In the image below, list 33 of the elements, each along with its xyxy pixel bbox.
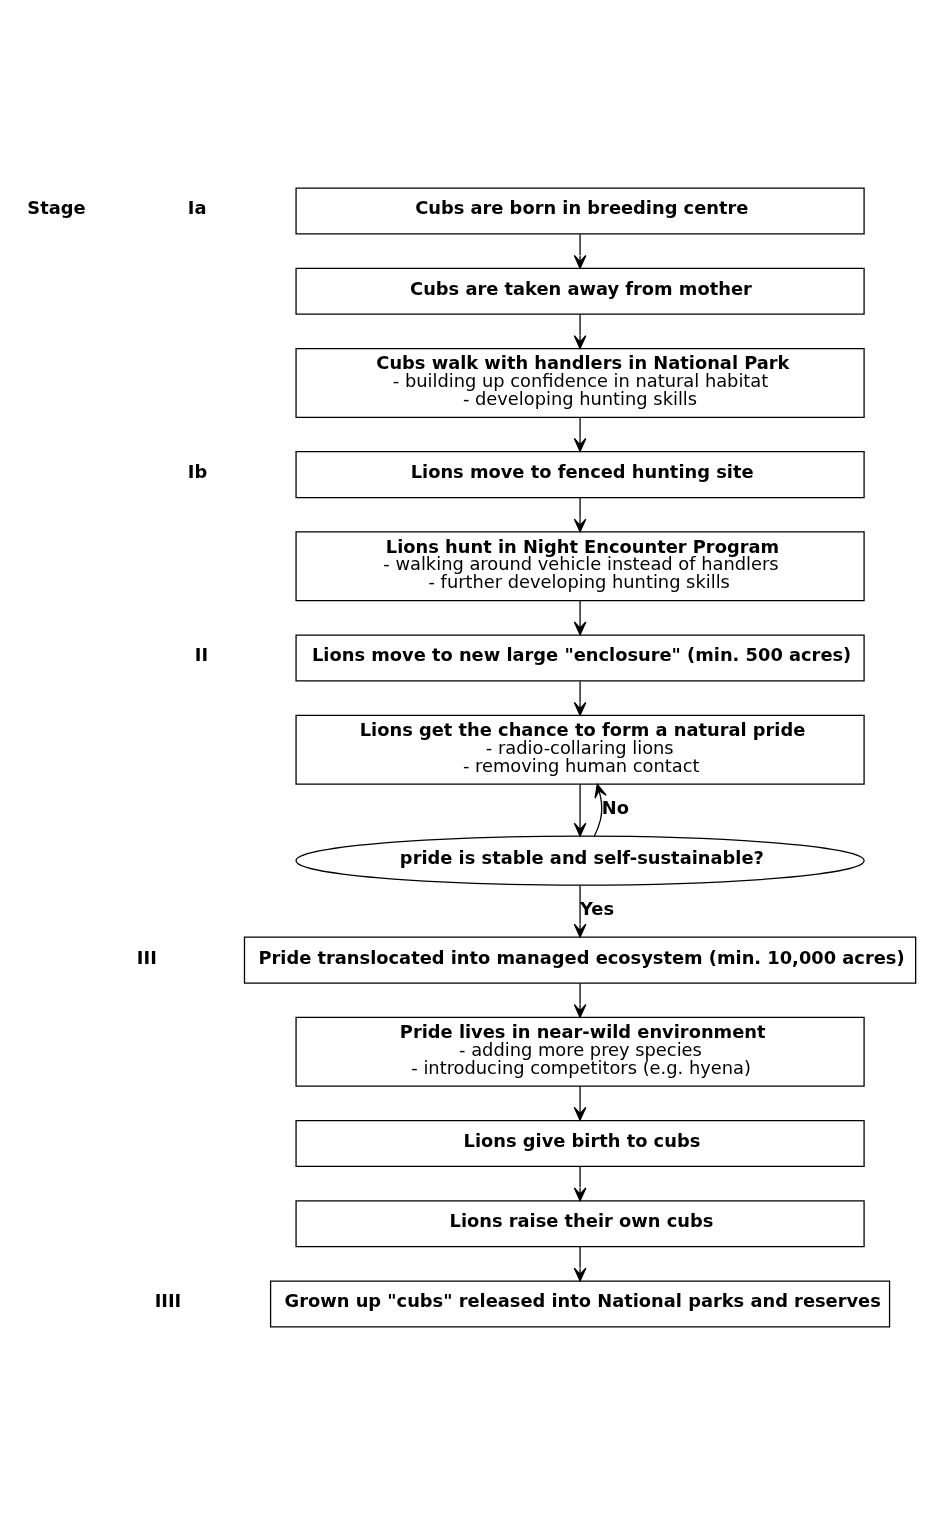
- arrow: [573, 680, 587, 716]
- node-box: Lions give birth to cubs: [295, 1119, 865, 1168]
- node-box: Pride lives in near-wild environment - adding more prey species - introducing competitors (e.g. hyena): [295, 1016, 865, 1087]
- node-box: Pride translocated into managed ecosystem (min. 10,000 acres): [243, 936, 917, 984]
- label: Ia: [187, 197, 207, 219]
- arrow: [573, 497, 587, 533]
- node-box: Lions move to fenced hunting site: [295, 451, 865, 499]
- label: III: [136, 946, 157, 968]
- node-box: Lions raise their own cubs: [295, 1200, 865, 1248]
- node-box: Cubs walk with handlers in National Park - building up confidence in natural habitat - developing hunting skills: [295, 347, 865, 418]
- label: II: [194, 644, 209, 666]
- arrow: [573, 313, 587, 350]
- arrow: [573, 416, 587, 452]
- arrow: [573, 1166, 587, 1202]
- node-box: Lions hunt in Night Encounter Program - walking around vehicle instead of handlers - further developing hunting skills: [295, 531, 865, 602]
- arrow: [593, 783, 607, 837]
- label: Ib: [187, 461, 208, 483]
- node-box: Lions move to new large "enclosure" (min. 500 acres): [295, 634, 865, 682]
- node-box: Lions get the chance to form a natural pride - radio-collaring lions - removing human contact: [295, 714, 865, 785]
- arrow: [573, 784, 587, 837]
- edge-label: No: [601, 796, 629, 818]
- arrow: [573, 1246, 587, 1282]
- arrow: [573, 982, 587, 1018]
- arrow: [573, 1085, 587, 1121]
- node-ellipse: pride is stable and self-sustainable?: [295, 835, 865, 886]
- arrow: [573, 233, 587, 269]
- node-box: Grown up "cubs" released into National parks and reserves: [269, 1280, 891, 1328]
- arrow: [573, 600, 587, 636]
- label: Stage: [27, 197, 86, 219]
- node-box: Cubs are born in breeding centre: [295, 187, 865, 235]
- node-box: Cubs are taken away from mother: [295, 267, 865, 315]
- arrow: [573, 884, 587, 938]
- label: IIII: [154, 1290, 182, 1312]
